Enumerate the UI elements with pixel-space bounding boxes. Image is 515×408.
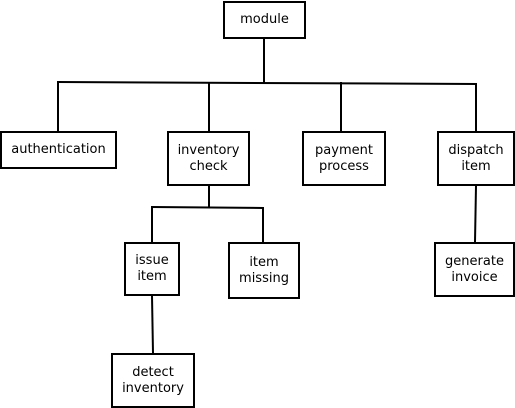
node-module: module — [223, 1, 306, 39]
node-authentication-label: authentication — [11, 142, 106, 157]
node-issue-item: issue item — [124, 242, 180, 296]
node-detect-inventory: detect inventory — [111, 353, 195, 408]
node-generate-invoice: generate invoice — [434, 242, 515, 297]
node-detect-inventory-label: detect inventory — [122, 364, 184, 396]
node-dispatch-item: dispatch item — [437, 131, 515, 186]
edge-inventory-bar — [150, 205, 265, 210]
node-item-missing-label: item missing — [239, 254, 289, 286]
node-item-missing: item missing — [228, 242, 300, 299]
node-inventory-check-label: inventory check — [177, 142, 240, 174]
node-generate-invoice-label: generate invoice — [445, 253, 504, 285]
node-dispatch-item-label: dispatch item — [448, 142, 504, 174]
node-payment-process: payment process — [302, 131, 386, 186]
node-inventory-check: inventory check — [167, 131, 250, 186]
edge-module-bar — [56, 80, 478, 86]
node-payment-process-label: payment process — [315, 142, 373, 174]
node-authentication: authentication — [0, 131, 117, 169]
node-module-label: module — [240, 12, 289, 27]
node-issue-item-label: issue item — [135, 253, 169, 284]
edge-dispatch-generate-invoice — [473, 184, 478, 244]
edge-issue-detect-inventory — [150, 294, 155, 355]
